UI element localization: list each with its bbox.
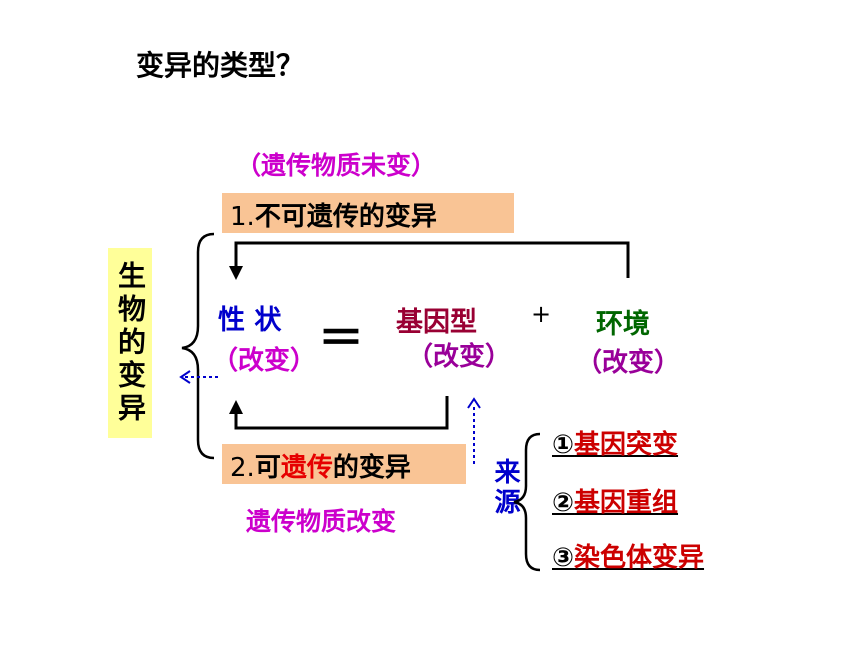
source-brace xyxy=(513,432,541,572)
genotype-to-trait-arrow xyxy=(234,396,449,430)
dotted-up-arrowhead xyxy=(467,397,481,409)
plus-sign: + xyxy=(531,300,552,328)
genotype-change-label: （改变） xyxy=(407,342,512,372)
genotype-to-trait-arrowhead xyxy=(229,400,243,414)
environment-change-label: （改变） xyxy=(576,348,681,378)
changed-material-note: 遗传物质改变 xyxy=(246,507,397,536)
left-brace xyxy=(181,232,215,460)
dotted-left-arrowhead xyxy=(179,370,191,384)
source-item-chromosome-variation: ③染色体变异 xyxy=(552,543,705,573)
environment-to-trait-arrowhead xyxy=(229,266,243,280)
source-item-gene-mutation: ①基因突变 xyxy=(552,430,679,460)
biological-variation-label: 生物的变异 xyxy=(114,260,147,426)
environment-label: 环境 xyxy=(596,309,650,340)
item-number-1: 1. xyxy=(230,202,255,232)
heritable-label-highlight: 遗传 xyxy=(280,453,333,483)
biological-variation-label-box: 生物的变异 xyxy=(108,248,152,438)
non-heritable-variation-box: 1.不可遗传的变异 xyxy=(222,193,514,233)
source-label: 来源 xyxy=(490,458,520,518)
source-item-gene-recombination: ②基因重组 xyxy=(552,488,679,518)
equals-sign: ＝ xyxy=(318,311,364,365)
heritable-label-post: 的变异 xyxy=(332,453,411,483)
item-number-2: 2. xyxy=(230,453,255,483)
heritable-variation-box: 2.可遗传的变异 xyxy=(222,444,466,484)
trait-label: 性 状 xyxy=(218,305,282,336)
slide-title: 变异的类型？ xyxy=(136,49,305,82)
non-heritable-label: 不可遗传的变异 xyxy=(254,202,437,232)
environment-to-trait-arrow xyxy=(234,241,630,278)
genotype-label: 基因型 xyxy=(396,307,477,338)
heritable-label-pre: 可 xyxy=(254,453,281,483)
trait-change-label: （改变） xyxy=(212,346,317,376)
unchanged-material-note: （遗传物质未变） xyxy=(236,151,437,180)
